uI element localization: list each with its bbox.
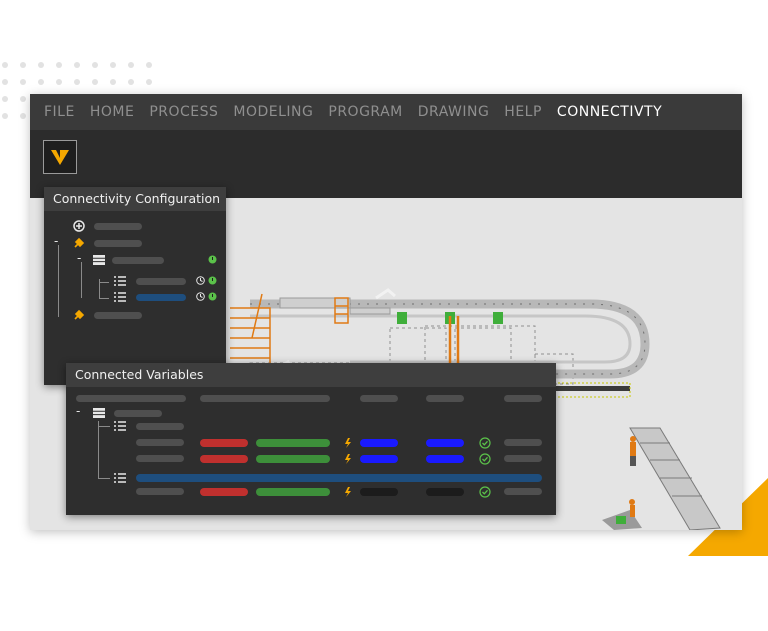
menu-help[interactable]: HELP: [504, 104, 542, 120]
ribbon-toolbar: [30, 130, 742, 198]
clock-icon: [196, 292, 205, 301]
plug-icon: [74, 237, 85, 248]
tree-line: [98, 426, 110, 427]
tree-line: [98, 478, 110, 479]
variable-row[interactable]: [66, 453, 556, 465]
variable-extra: [504, 439, 542, 446]
variable-extra: [504, 455, 542, 462]
check-circle-icon: [479, 453, 491, 465]
variable-extra: [504, 488, 542, 495]
menu-home[interactable]: HOME: [89, 104, 135, 120]
check-circle-icon: [479, 486, 491, 498]
tree-item-label[interactable]: [136, 278, 186, 285]
list-icon: [114, 473, 126, 483]
power-status-icon: [208, 276, 217, 285]
lightning-icon: [345, 454, 351, 464]
variable-value-green: [256, 455, 330, 463]
tree-line: [81, 262, 82, 298]
app-logo[interactable]: [43, 140, 77, 174]
variable-value-dark: [426, 488, 464, 496]
variable-group-label[interactable]: [136, 423, 184, 430]
tree-expander[interactable]: -: [77, 251, 82, 265]
variable-value-green: [256, 439, 330, 447]
tree-line: [99, 298, 109, 299]
menu-file[interactable]: FILE: [44, 104, 75, 120]
variable-value-green: [256, 488, 330, 496]
variable-value-dark: [360, 488, 398, 496]
connected-variables-panel: Connected Variables -: [66, 363, 556, 515]
list-icon: [114, 276, 126, 286]
plug-icon: [74, 309, 85, 320]
column-header[interactable]: [76, 395, 186, 402]
variable-value-red: [200, 488, 248, 496]
connectivity-configuration-panel: Connectivity Configuration - -: [44, 187, 226, 385]
menu-modeling[interactable]: MODELING: [233, 104, 314, 120]
list-icon: [114, 421, 126, 431]
table-icon: [93, 255, 105, 265]
decorative-dot-grid: [0, 60, 160, 140]
menu-bar: FILE HOME PROCESS MODELING PROGRAM DRAWI…: [30, 94, 742, 130]
application-window: FILE HOME PROCESS MODELING PROGRAM DRAWI…: [30, 94, 742, 530]
visual-components-logo-icon: [51, 150, 69, 165]
variable-value-blue: [426, 439, 464, 447]
tree-item-label-selected[interactable]: [136, 294, 186, 301]
column-header[interactable]: [504, 395, 542, 402]
column-header[interactable]: [200, 395, 330, 402]
tree-item-label[interactable]: [94, 223, 142, 230]
power-status-icon: [208, 292, 217, 301]
column-header[interactable]: [360, 395, 398, 402]
variable-name: [136, 439, 184, 446]
tree-expander[interactable]: -: [76, 404, 81, 418]
menu-connectivity[interactable]: CONNECTIVTY: [556, 104, 663, 120]
lightning-icon: [345, 438, 351, 448]
variable-name: [136, 455, 184, 462]
selected-variable-group[interactable]: [136, 474, 542, 482]
lightning-icon: [345, 487, 351, 497]
variable-row[interactable]: [66, 486, 556, 498]
list-icon: [114, 292, 126, 302]
table-icon: [93, 408, 105, 418]
clock-icon: [196, 276, 205, 285]
check-circle-icon: [479, 437, 491, 449]
tree-item-label[interactable]: [94, 240, 142, 247]
power-status-icon: [208, 255, 217, 264]
variable-row[interactable]: [66, 437, 556, 449]
server-icon: [73, 220, 85, 232]
tree-expander[interactable]: -: [54, 234, 59, 248]
tree-line: [58, 245, 59, 317]
variable-value-blue: [426, 455, 464, 463]
tree-line: [99, 282, 109, 283]
tree-line: [98, 421, 99, 479]
connectivity-panel-title: Connectivity Configuration: [44, 187, 226, 211]
variables-panel-title: Connected Variables: [66, 363, 556, 387]
variable-value-red: [200, 455, 248, 463]
variable-value-blue: [360, 439, 398, 447]
variable-value-blue: [360, 455, 398, 463]
tree-item-label[interactable]: [94, 312, 142, 319]
menu-drawing[interactable]: DRAWING: [417, 104, 490, 120]
tree-line: [99, 279, 100, 299]
variable-value-red: [200, 439, 248, 447]
variable-name: [136, 488, 184, 495]
menu-program[interactable]: PROGRAM: [328, 104, 403, 120]
column-header[interactable]: [426, 395, 464, 402]
variable-group-label[interactable]: [114, 410, 162, 417]
menu-process[interactable]: PROCESS: [149, 104, 219, 120]
tree-item-label[interactable]: [112, 257, 164, 264]
